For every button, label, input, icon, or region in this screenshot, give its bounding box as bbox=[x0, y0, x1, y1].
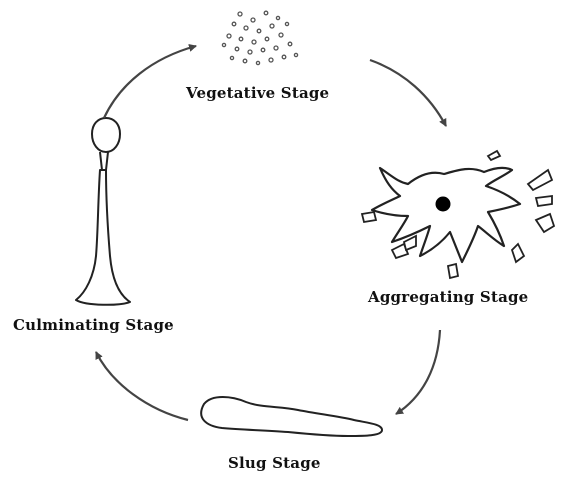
fruiting-body-illustration bbox=[76, 118, 130, 305]
slug-illustration bbox=[201, 397, 382, 436]
cycle-arrows bbox=[96, 46, 446, 420]
aggregating-cells-illustration bbox=[362, 151, 554, 278]
arrow-aggregating-to-slug bbox=[396, 330, 440, 414]
aggregating-stage-label: Aggregating Stage bbox=[368, 288, 528, 306]
arrow-slug-to-culminating bbox=[96, 352, 188, 420]
vegetative-stage-label: Vegetative Stage bbox=[186, 84, 329, 102]
arrow-culminating-to-vegetative bbox=[104, 46, 196, 118]
arrow-vegetative-to-aggregating bbox=[370, 60, 446, 126]
culminating-stage-label: Culminating Stage bbox=[13, 316, 174, 334]
slug-stage-label: Slug Stage bbox=[228, 454, 321, 472]
vegetative-cells-illustration bbox=[222, 11, 297, 64]
